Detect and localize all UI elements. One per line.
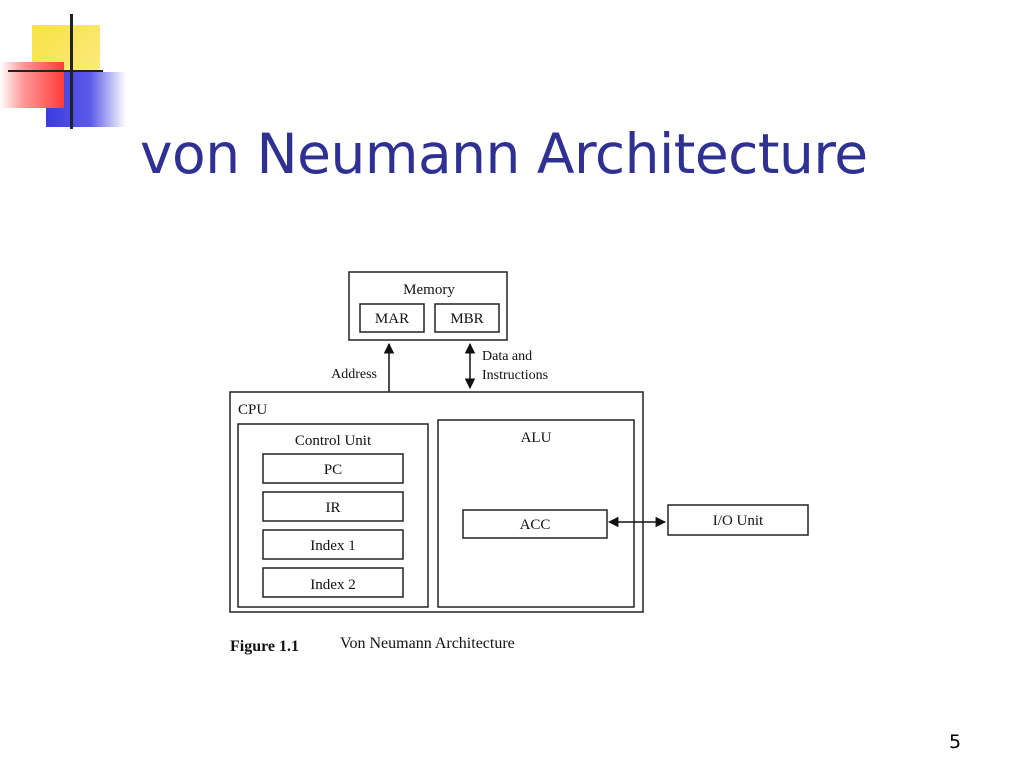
ir-register [262, 491, 404, 522]
figure-caption-number: Figure 1.1 [230, 638, 299, 655]
io-unit-label: I/O Unit [713, 513, 764, 529]
alu-label: ALU [521, 430, 552, 446]
cpu-box: CPU [229, 391, 644, 613]
index1-label: Index 1 [310, 538, 355, 554]
deco-red-block [0, 62, 64, 108]
control-unit-label: Control Unit [295, 433, 372, 449]
data-label-line2: Instructions [482, 368, 548, 383]
io-unit-box [667, 504, 809, 536]
page-number: 5 [949, 731, 962, 753]
acc-register [462, 509, 608, 539]
slide-title: von Neumann Architecture [140, 122, 868, 186]
figure-caption-text: Von Neumann Architecture [340, 635, 515, 652]
ir-label: IR [326, 500, 341, 516]
index2-register [262, 567, 404, 598]
von-neumann-diagram: Memory MAR MBR Address Data and Instruct… [229, 271, 809, 655]
mar-box [359, 303, 425, 333]
memory-label: Memory [403, 282, 455, 298]
acc-label: ACC [520, 517, 551, 533]
deco-horizontal-line [8, 70, 103, 72]
data-label-line1: Data and [482, 349, 532, 364]
index2-label: Index 2 [310, 577, 355, 593]
memory-box: Memory MAR MBR [348, 271, 508, 341]
index1-register [262, 529, 404, 560]
alu-box: ALU ACC [437, 419, 635, 608]
cpu-label: CPU [238, 402, 267, 418]
pc-register [262, 453, 404, 484]
control-unit-box: Control Unit PC IR Index 1 Index 2 [237, 423, 429, 608]
mar-label: MAR [375, 311, 409, 327]
mbr-box [434, 303, 500, 333]
pc-label: PC [324, 462, 342, 478]
address-label: Address [331, 367, 377, 382]
mbr-label: MBR [450, 311, 483, 327]
